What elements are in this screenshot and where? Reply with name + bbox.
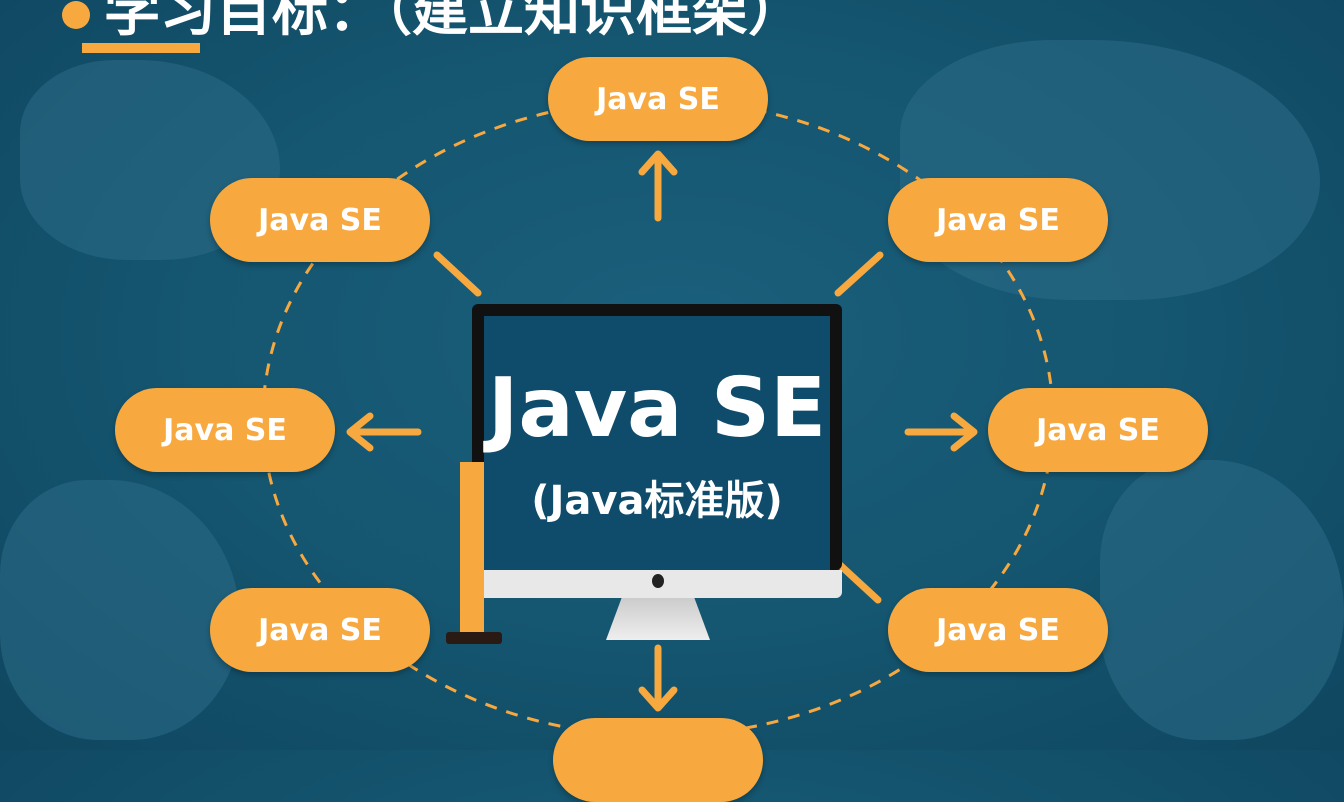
connector-line xyxy=(836,561,882,604)
page-title: 学习目标：（建立知识框架） xyxy=(62,0,804,47)
lamp-base xyxy=(446,632,502,644)
arrow-up-icon xyxy=(638,150,678,222)
node-top: Java SE xyxy=(548,57,768,141)
node-top-right: Java SE xyxy=(888,178,1108,262)
monitor: Java SE (Java标准版) xyxy=(472,304,842,570)
arrow-left-icon xyxy=(346,412,422,452)
center-title: Java SE xyxy=(487,361,827,456)
map-land xyxy=(0,480,240,740)
monitor-stand xyxy=(606,598,710,640)
node-bottom-left: Java SE xyxy=(210,588,430,672)
map-land xyxy=(1100,460,1344,740)
monitor-screen: Java SE (Java标准版) xyxy=(484,316,830,570)
node-top-left: Java SE xyxy=(210,178,430,262)
center-subtitle: (Java标准版) xyxy=(531,478,783,524)
node-bottom-right: Java SE xyxy=(888,588,1108,672)
arrow-down-icon xyxy=(638,644,678,712)
title-text: 学习目标：（建立知识框架） xyxy=(104,0,804,44)
node-left: Java SE xyxy=(115,388,335,472)
node-right: Java SE xyxy=(988,388,1208,472)
node-bottom xyxy=(553,718,763,802)
apple-logo-icon xyxy=(652,574,664,588)
connector-line xyxy=(834,251,884,297)
arrow-right-icon xyxy=(904,412,978,452)
lamp-pole xyxy=(460,462,484,634)
bullet-dot xyxy=(62,0,90,29)
title-underline xyxy=(82,43,200,53)
connector-line xyxy=(433,251,482,297)
